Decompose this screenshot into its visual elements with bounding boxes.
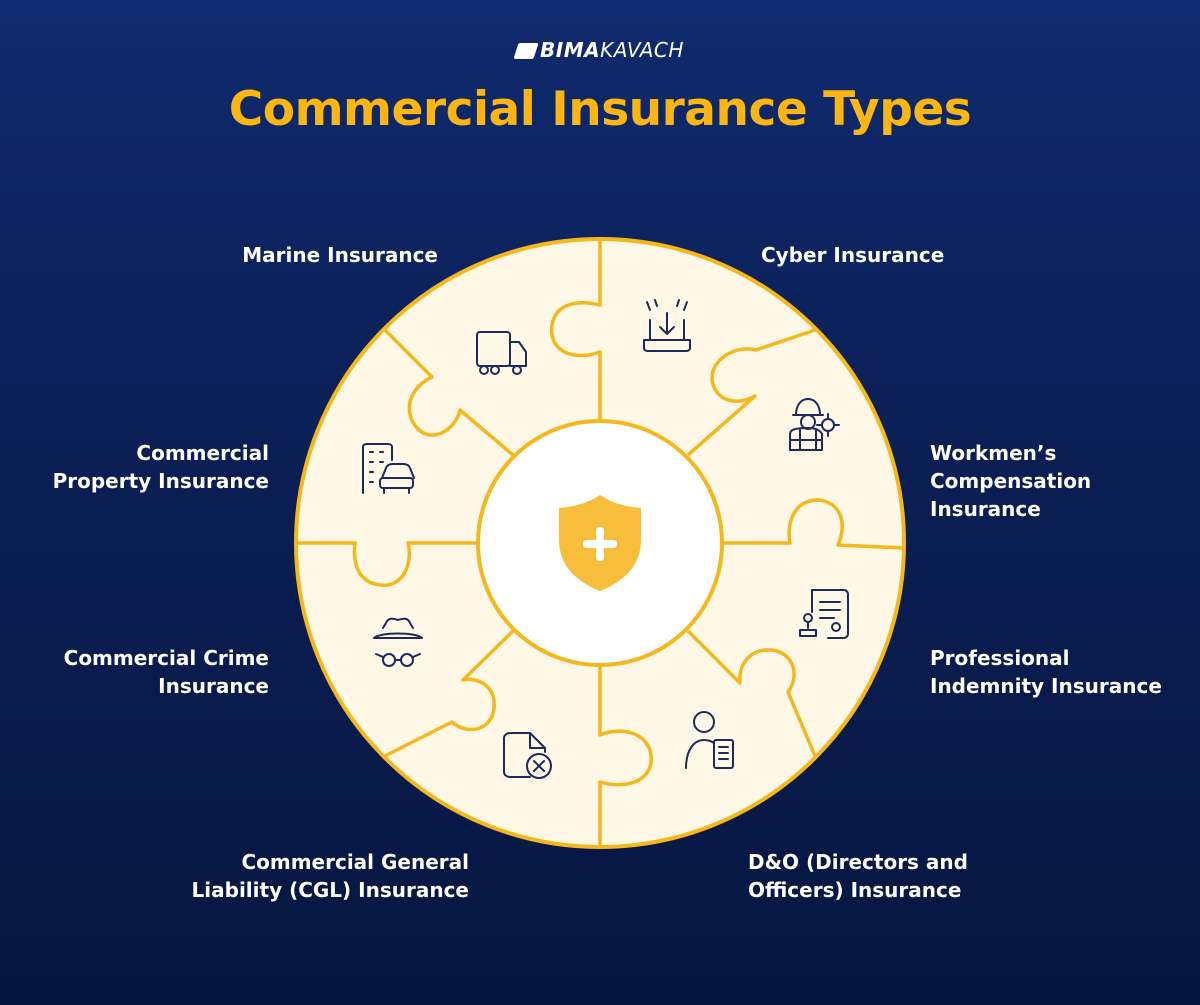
- brand-logo: BIMAKAVACH: [0, 38, 1200, 62]
- label-commercial-general-liability-insurance: Commercial General Liability (CGL) Insur…: [191, 850, 469, 902]
- page-title: Commercial Insurance Types: [228, 82, 972, 137]
- document-cancel-icon: [503, 732, 552, 779]
- brand-bold: BIMA: [540, 38, 601, 62]
- label-directors-and-officers-insurance: D&O (Directors and Officers) Insurance: [748, 850, 968, 902]
- certificate-stamp-icon: [799, 589, 849, 639]
- hat-glasses-icon: [373, 617, 423, 667]
- label-commercial-property-insurance: Commercial Property Insurance: [52, 441, 269, 493]
- shield-plus-icon: [559, 495, 641, 591]
- label-commercial-crime-insurance: Commercial Crime Insurance: [63, 646, 269, 698]
- label-cyber-insurance: Cyber Insurance: [761, 243, 945, 267]
- brand-light: KAVACH: [600, 38, 684, 62]
- label-professional-indemnity-insurance: Professional Indemnity Insurance: [930, 646, 1162, 698]
- label-marine-insurance: Marine Insurance: [242, 243, 438, 267]
- label-workmens-compensation-insurance: Workmen’s Compensation Insurance: [930, 441, 1092, 521]
- laptop-download-icon: [643, 299, 691, 352]
- puzzle-dividers: [296, 239, 904, 847]
- truck-icon: [476, 331, 527, 375]
- person-document-icon: [685, 711, 734, 769]
- worker-gear-icon: [789, 398, 840, 451]
- building-car-icon: [362, 443, 415, 494]
